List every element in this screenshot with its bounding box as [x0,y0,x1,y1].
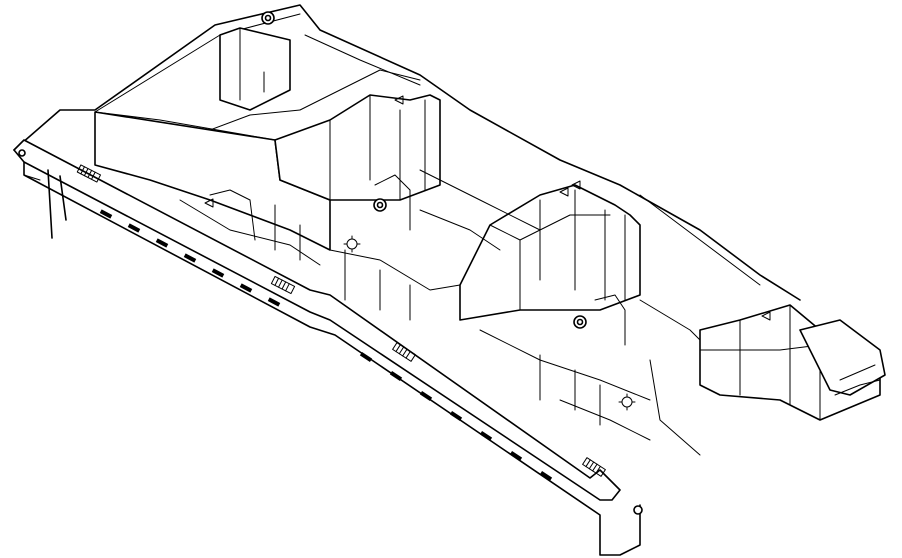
duct-right [459,184,641,321]
front-vents [99,209,553,481]
front-rail [13,139,641,556]
floor-details [179,169,701,456]
orientation-arrows [204,95,771,321]
grip-pads [76,164,606,477]
chip-markers [343,235,636,411]
end-latch [799,319,886,396]
fasteners [18,11,883,515]
duct-left [94,27,441,251]
